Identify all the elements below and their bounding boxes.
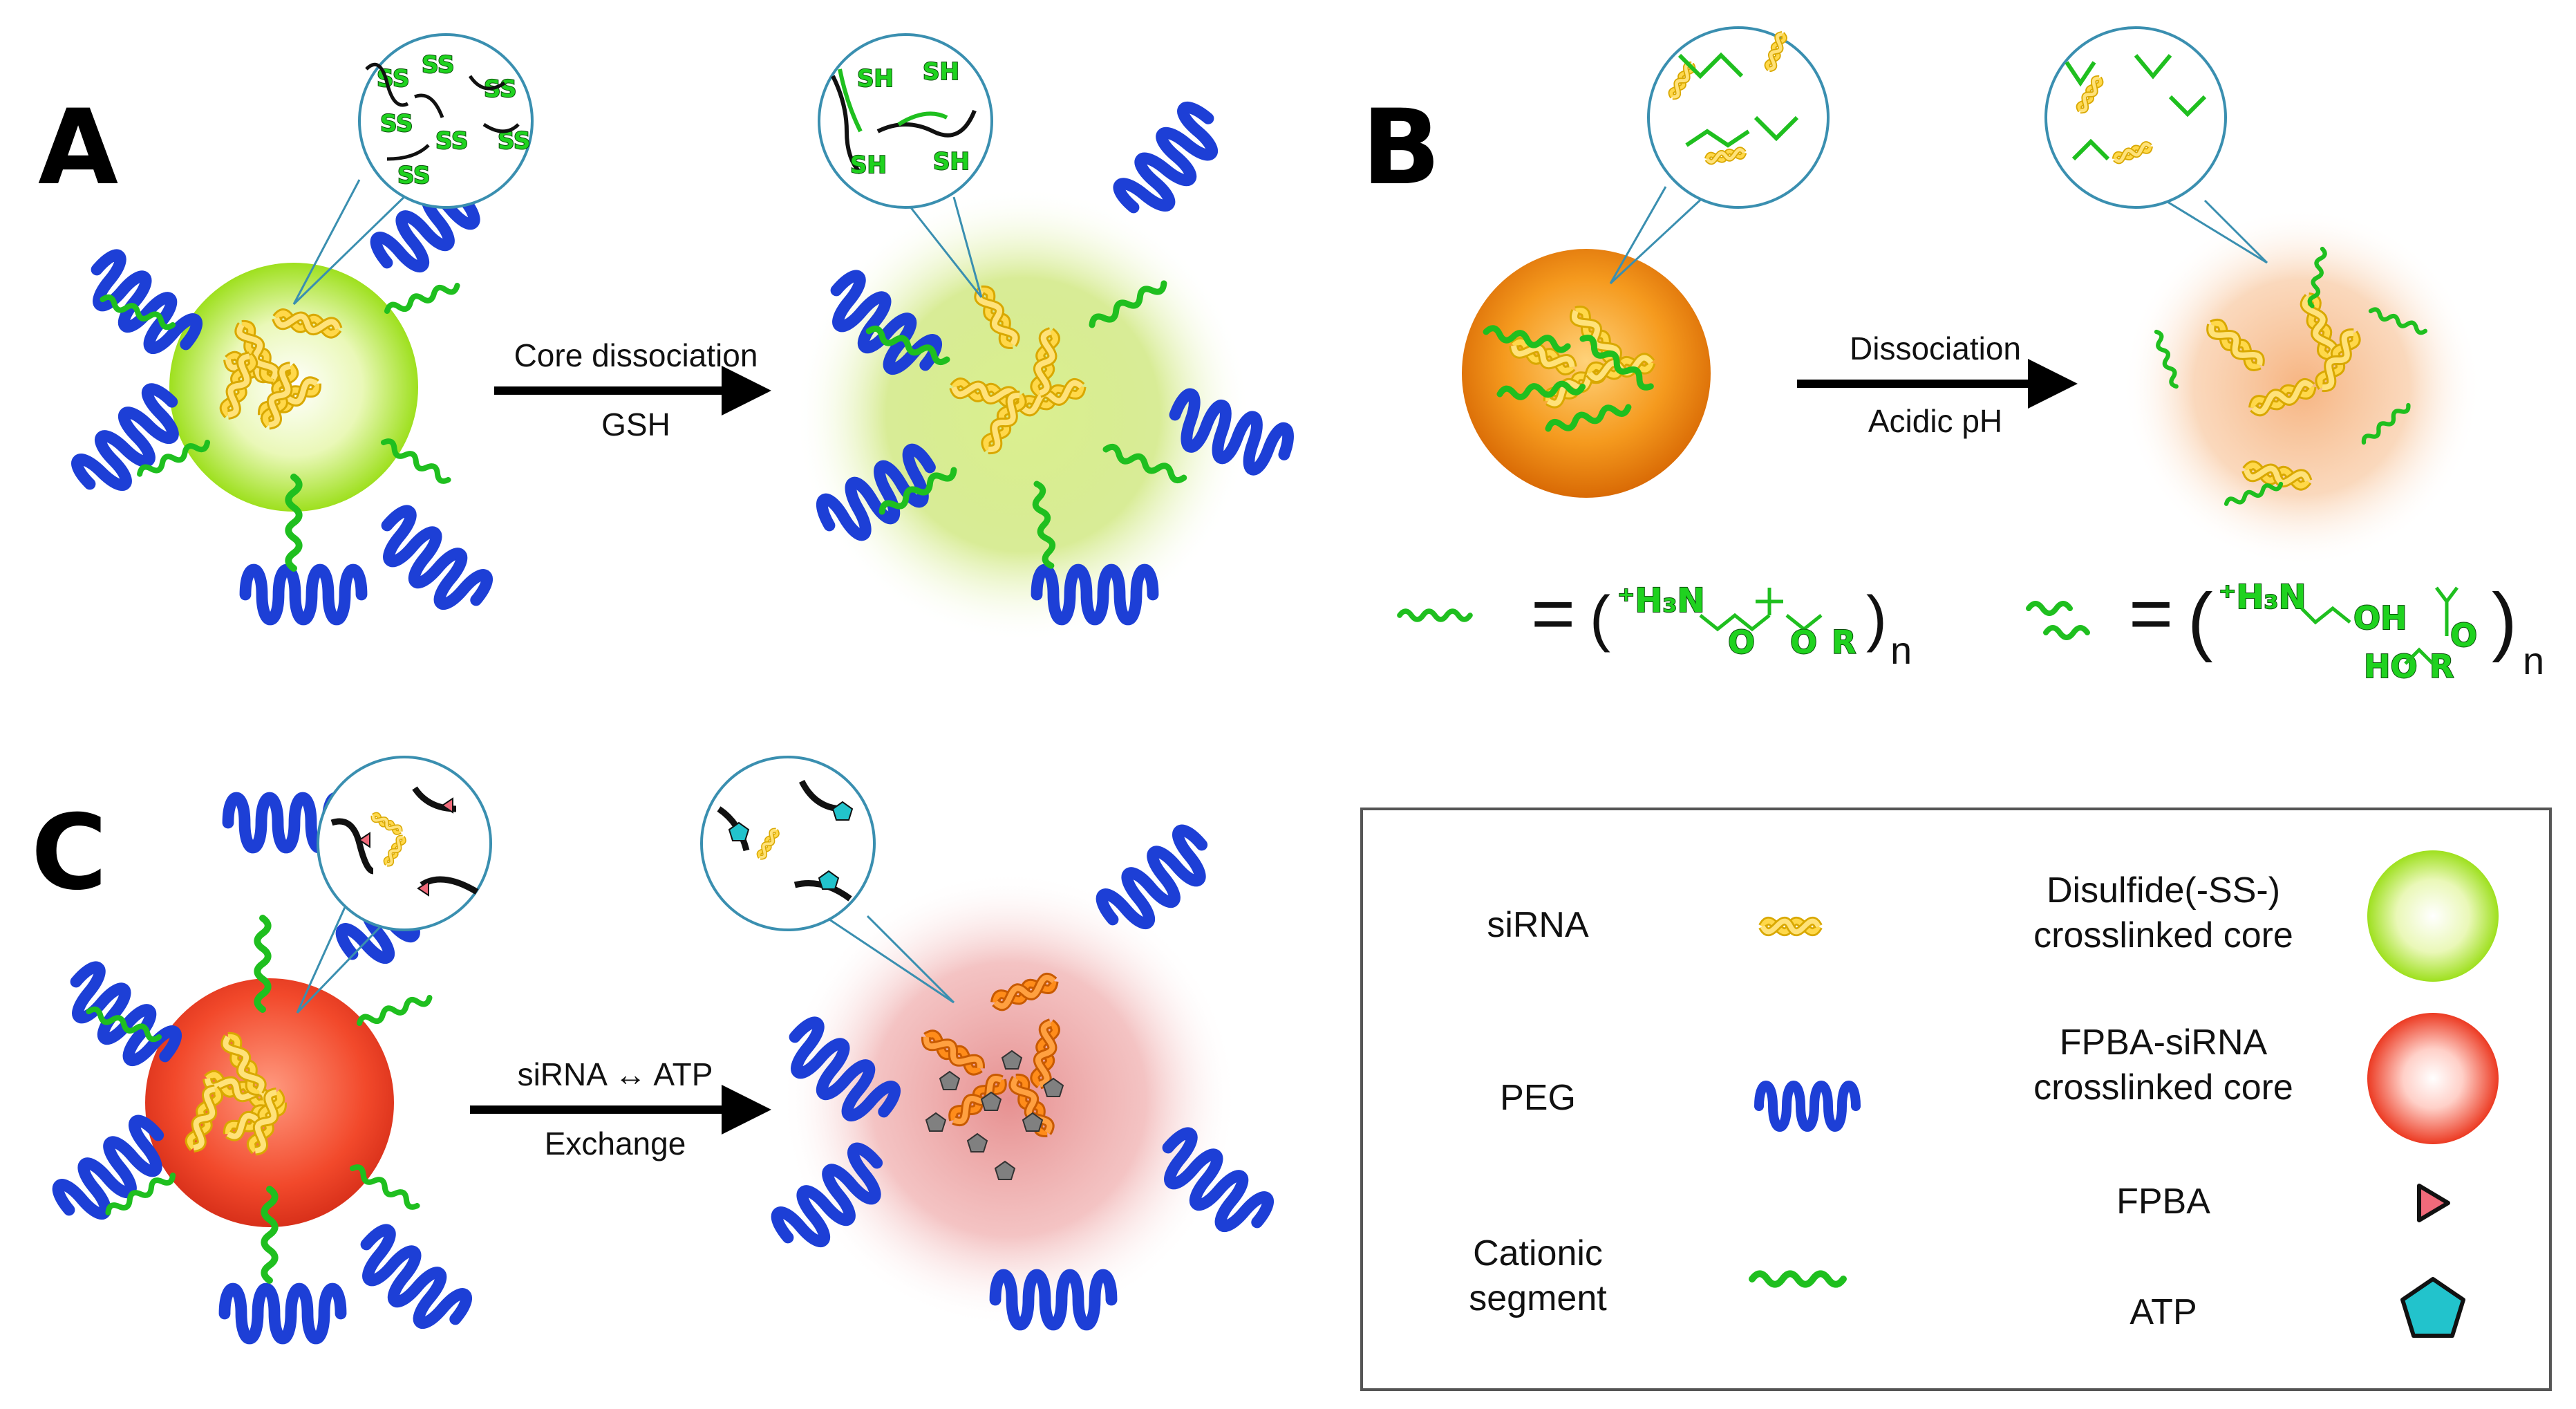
legend-item-atp: ATP xyxy=(2130,1277,2465,1338)
panel-b-equation-intact: = ( ⁺H₃N O O R ) n xyxy=(1400,571,1912,672)
panel-a-arrow: Core dissociation GSH xyxy=(494,337,771,442)
dissociated-core xyxy=(795,187,1251,643)
panel-b-micelle-dissociated xyxy=(2122,207,2481,567)
panel-a-micelle-dissociated xyxy=(795,102,1292,643)
r-group-label: R xyxy=(2429,648,2454,685)
hydroxyl-label: HO xyxy=(2364,648,2418,685)
panel-c-label: C xyxy=(31,793,107,913)
panel-b-label: B xyxy=(1362,88,1440,208)
hydrolyzed-wave-icon xyxy=(2026,601,2090,640)
arrow-top-label: siRNA ↔ ATP xyxy=(518,1056,713,1092)
legend-item-cationic: Cationic segment xyxy=(1469,1233,1843,1318)
fpba-triangle-icon xyxy=(2417,1184,2450,1222)
oxygen-label: O xyxy=(1790,624,1817,661)
panel-c-zoom-exchanged xyxy=(700,756,955,1004)
legend-box xyxy=(1360,808,2552,1391)
atp-pentagon-icon xyxy=(2400,1277,2465,1338)
sirna-helix-icon xyxy=(1762,921,1818,932)
legend-label: Cationic xyxy=(1473,1233,1603,1273)
legend-label: siRNA xyxy=(1487,905,1589,945)
legend-item-sirna: siRNA xyxy=(1487,905,1818,945)
panel-b-equation-hydrolyzed: = ( ⁺H₃N OH HO R O ) n xyxy=(2026,571,2544,686)
right-paren: ) xyxy=(1866,584,1887,653)
panel-a: A xyxy=(38,33,1292,643)
legend-item-fpba: FPBA xyxy=(2116,1182,2450,1222)
atp-cluster xyxy=(925,1049,1064,1180)
panel-a-label: A xyxy=(38,88,118,208)
legend-label: PEG xyxy=(1500,1078,1576,1118)
panel-b-zoom-intact xyxy=(1609,26,1830,285)
arrow-bottom-label: GSH xyxy=(601,407,670,442)
legend-item-fpba-core: FPBA-siRNA crosslinked core xyxy=(2033,1013,2499,1144)
r-group-label: R xyxy=(1832,624,1856,661)
thiol-label: SH xyxy=(850,151,887,179)
equals-sign: = xyxy=(2129,571,2173,656)
ammonium-group: ⁺H₃N xyxy=(2219,578,2306,617)
thiol-label: SH xyxy=(923,58,959,86)
disulfide-label: SS xyxy=(380,110,413,138)
dissociated-core xyxy=(781,871,1237,1327)
arrow-bottom-label: Acidic pH xyxy=(1868,403,2002,439)
legend-label: Disulfide(-SS-) xyxy=(2047,870,2280,911)
peg-coil-icon xyxy=(73,384,190,502)
legend-label: crosslinked core xyxy=(2033,1067,2293,1108)
panel-a-zoom-crosslinked: SS SS SS SS SS SS SS xyxy=(292,33,534,306)
legend: siRNA PEG Cationic segment Disulfide(-SS… xyxy=(1360,808,2552,1391)
right-paren: ) xyxy=(2492,578,2517,663)
legend-label: FPBA-siRNA xyxy=(2060,1023,2268,1063)
legend-label: segment xyxy=(1469,1278,1607,1318)
thiol-label: SH xyxy=(933,148,970,176)
cationic-wave-icon xyxy=(1400,611,1470,619)
panel-a-zoom-reduced: SH SH SH SH xyxy=(818,33,993,298)
panel-c: C xyxy=(31,756,1273,1338)
legend-label: crosslinked core xyxy=(2033,915,2293,955)
panel-b: B Dissociation Acidic pH xyxy=(1362,26,2544,686)
panel-c-micelle-exchanged xyxy=(772,825,1273,1327)
oxygen-label: O xyxy=(1728,624,1755,661)
peg-coil-icon xyxy=(245,570,361,619)
legend-label: ATP xyxy=(2130,1292,2197,1332)
arrow-bottom-label: Exchange xyxy=(545,1126,686,1161)
equals-sign: = xyxy=(1531,571,1575,656)
disulfide-label: SS xyxy=(484,75,516,103)
peg-coil-icon xyxy=(371,506,492,619)
legend-item-peg: PEG xyxy=(1500,1078,1856,1127)
disulfide-core-icon xyxy=(2367,850,2499,982)
left-paren: ( xyxy=(2188,578,2213,663)
disulfide-label: SS xyxy=(498,127,530,155)
panel-a-micelle-crosslinked xyxy=(73,169,492,619)
arrow-top-label: Dissociation xyxy=(1850,330,2021,366)
ammonium-group: ⁺H₃N xyxy=(1617,581,1705,620)
panel-c-zoom-crosslinked xyxy=(296,756,492,1014)
peg-coil-icon xyxy=(81,250,202,363)
disulfide-label: SS xyxy=(397,162,430,189)
legend-label: FPBA xyxy=(2116,1182,2210,1222)
panel-c-arrow: siRNA ↔ ATP Exchange xyxy=(470,1056,771,1161)
subscript-n: n xyxy=(1890,628,1912,672)
arrow-top-label: Core dissociation xyxy=(514,337,758,373)
panel-b-arrow: Dissociation Acidic pH xyxy=(1797,330,2078,439)
disulfide-label: SS xyxy=(422,51,454,79)
thiol-label: SH xyxy=(857,65,894,93)
panel-b-zoom-dissociated xyxy=(2044,26,2268,264)
legend-item-disulfide-core: Disulfide(-SS-) crosslinked core xyxy=(2033,850,2499,982)
carbonyl-o-label: O xyxy=(2450,617,2477,654)
fpba-core-icon xyxy=(2367,1013,2499,1144)
disulfide-label: SS xyxy=(435,127,468,155)
hydroxyl-label: OH xyxy=(2353,599,2407,637)
left-paren: ( xyxy=(1590,584,1610,653)
panel-b-micelle-intact xyxy=(1462,249,1711,498)
panel-c-micelle-crosslinked xyxy=(53,798,471,1338)
subscript-n: n xyxy=(2523,639,2544,682)
